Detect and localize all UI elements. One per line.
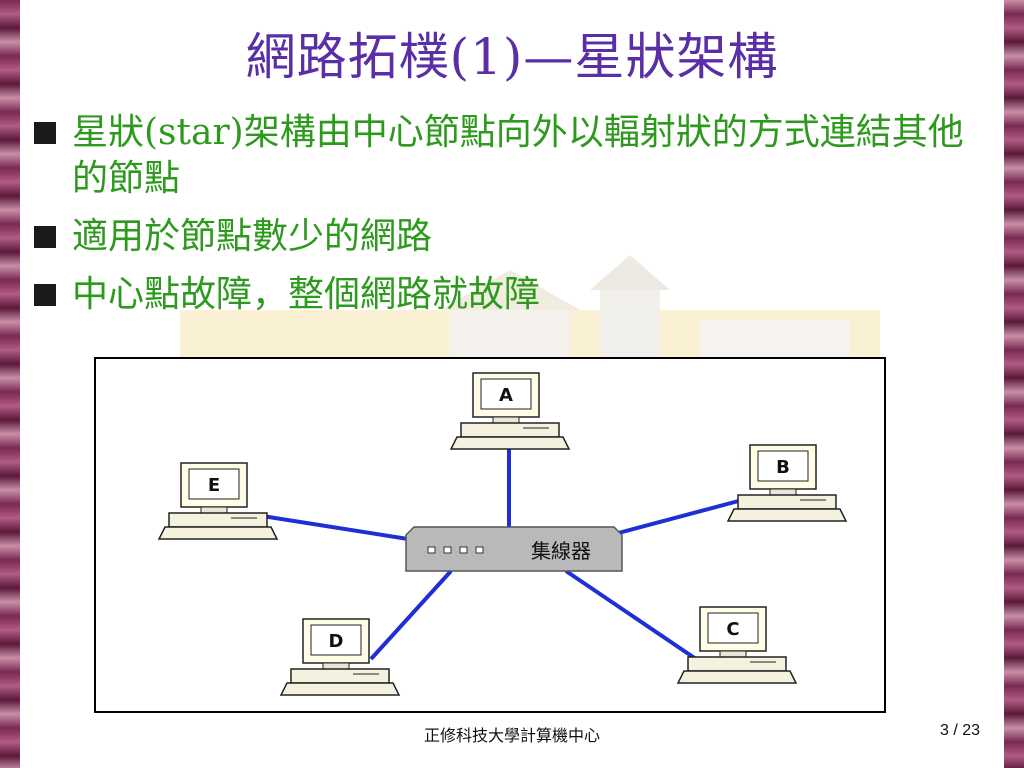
right-decorative-border [1004, 0, 1024, 768]
computer-label: B [776, 457, 790, 478]
network-link-d [369, 569, 453, 661]
computer-b-icon: B [726, 444, 848, 522]
bullet-text: 星狀(star)架構由中心節點向外以輻射狀的方式連結其他的節點 [72, 112, 964, 199]
slide-title: 網路拓樸(1)—星狀架構 [245, 28, 779, 86]
computer-d-icon: D [279, 618, 401, 696]
network-link-b [610, 497, 747, 537]
topology-svg: 集線器 A B C D E [157, 372, 848, 696]
computer-c-icon: C [676, 606, 798, 684]
bullet-item: 適用於節點數少的網路 [30, 214, 970, 260]
computer-label: C [726, 619, 739, 640]
computer-a-icon: A [449, 372, 571, 450]
square-bullet-icon [34, 122, 56, 144]
network-link-e [255, 513, 409, 541]
hub-device: 集線器 [405, 526, 623, 572]
computer-e-icon: E [157, 462, 279, 540]
page-number: 3 / 23 [939, 722, 980, 739]
computer-label: D [329, 631, 344, 652]
footer-org: 正修科技大學計算機中心 [423, 726, 600, 745]
bullet-list: 星狀(star)架構由中心節點向外以輻射狀的方式連結其他的節點 適用於節點數少的… [30, 110, 970, 330]
bullet-item: 中心點故障，整個網路就故障 [30, 272, 970, 318]
square-bullet-icon [34, 226, 56, 248]
computer-label: E [208, 475, 220, 496]
bullet-item: 星狀(star)架構由中心節點向外以輻射狀的方式連結其他的節點 [30, 110, 970, 202]
hub-label: 集線器 [531, 539, 591, 563]
computer-label: A [499, 385, 513, 406]
bullet-text: 中心點故障，整個網路就故障 [72, 274, 541, 315]
star-topology-diagram: 集線器 A B C D E [94, 357, 886, 713]
network-link-c [564, 569, 698, 661]
bullet-text: 適用於節點數少的網路 [72, 216, 433, 257]
square-bullet-icon [34, 284, 56, 306]
left-decorative-border [0, 0, 20, 768]
